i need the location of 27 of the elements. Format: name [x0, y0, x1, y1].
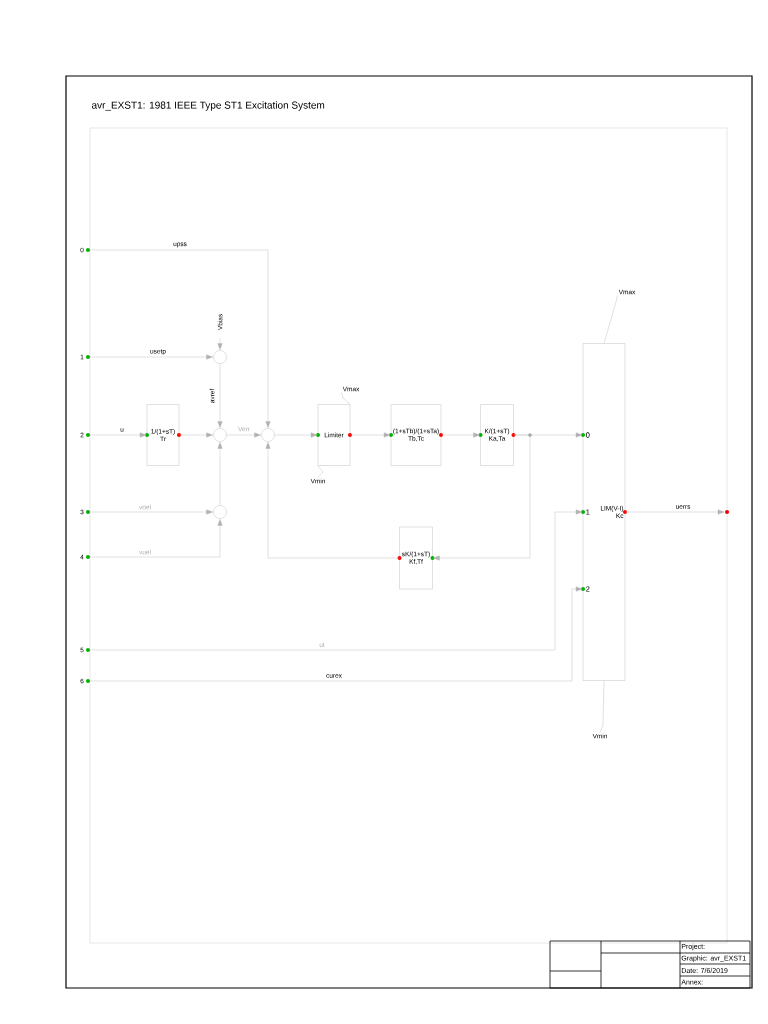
connector — [90, 249, 271, 428]
summing-junction — [213, 428, 227, 442]
summing-junction — [213, 505, 227, 519]
connector — [433, 434, 531, 561]
connector — [90, 509, 583, 651]
connector — [350, 432, 391, 438]
summing-junction — [213, 350, 227, 364]
connector — [226, 432, 261, 438]
connector — [90, 509, 213, 515]
connector — [625, 509, 725, 515]
connector — [90, 354, 213, 360]
connector — [179, 432, 213, 438]
title: avr_EXST1: 1981 IEEE Type ST1 Excitation System — [91, 101, 325, 111]
leader-line — [603, 295, 618, 344]
connector — [274, 432, 318, 438]
summing-junction — [261, 428, 275, 442]
connector — [90, 586, 583, 682]
leader-line — [599, 680, 605, 733]
leader-line — [317, 465, 324, 478]
leader-line — [341, 392, 351, 405]
connector — [265, 442, 400, 559]
connector — [217, 442, 223, 506]
connector — [90, 432, 147, 438]
connector — [90, 519, 223, 558]
connector — [217, 363, 223, 428]
connector — [217, 337, 223, 350]
connector — [441, 432, 480, 438]
